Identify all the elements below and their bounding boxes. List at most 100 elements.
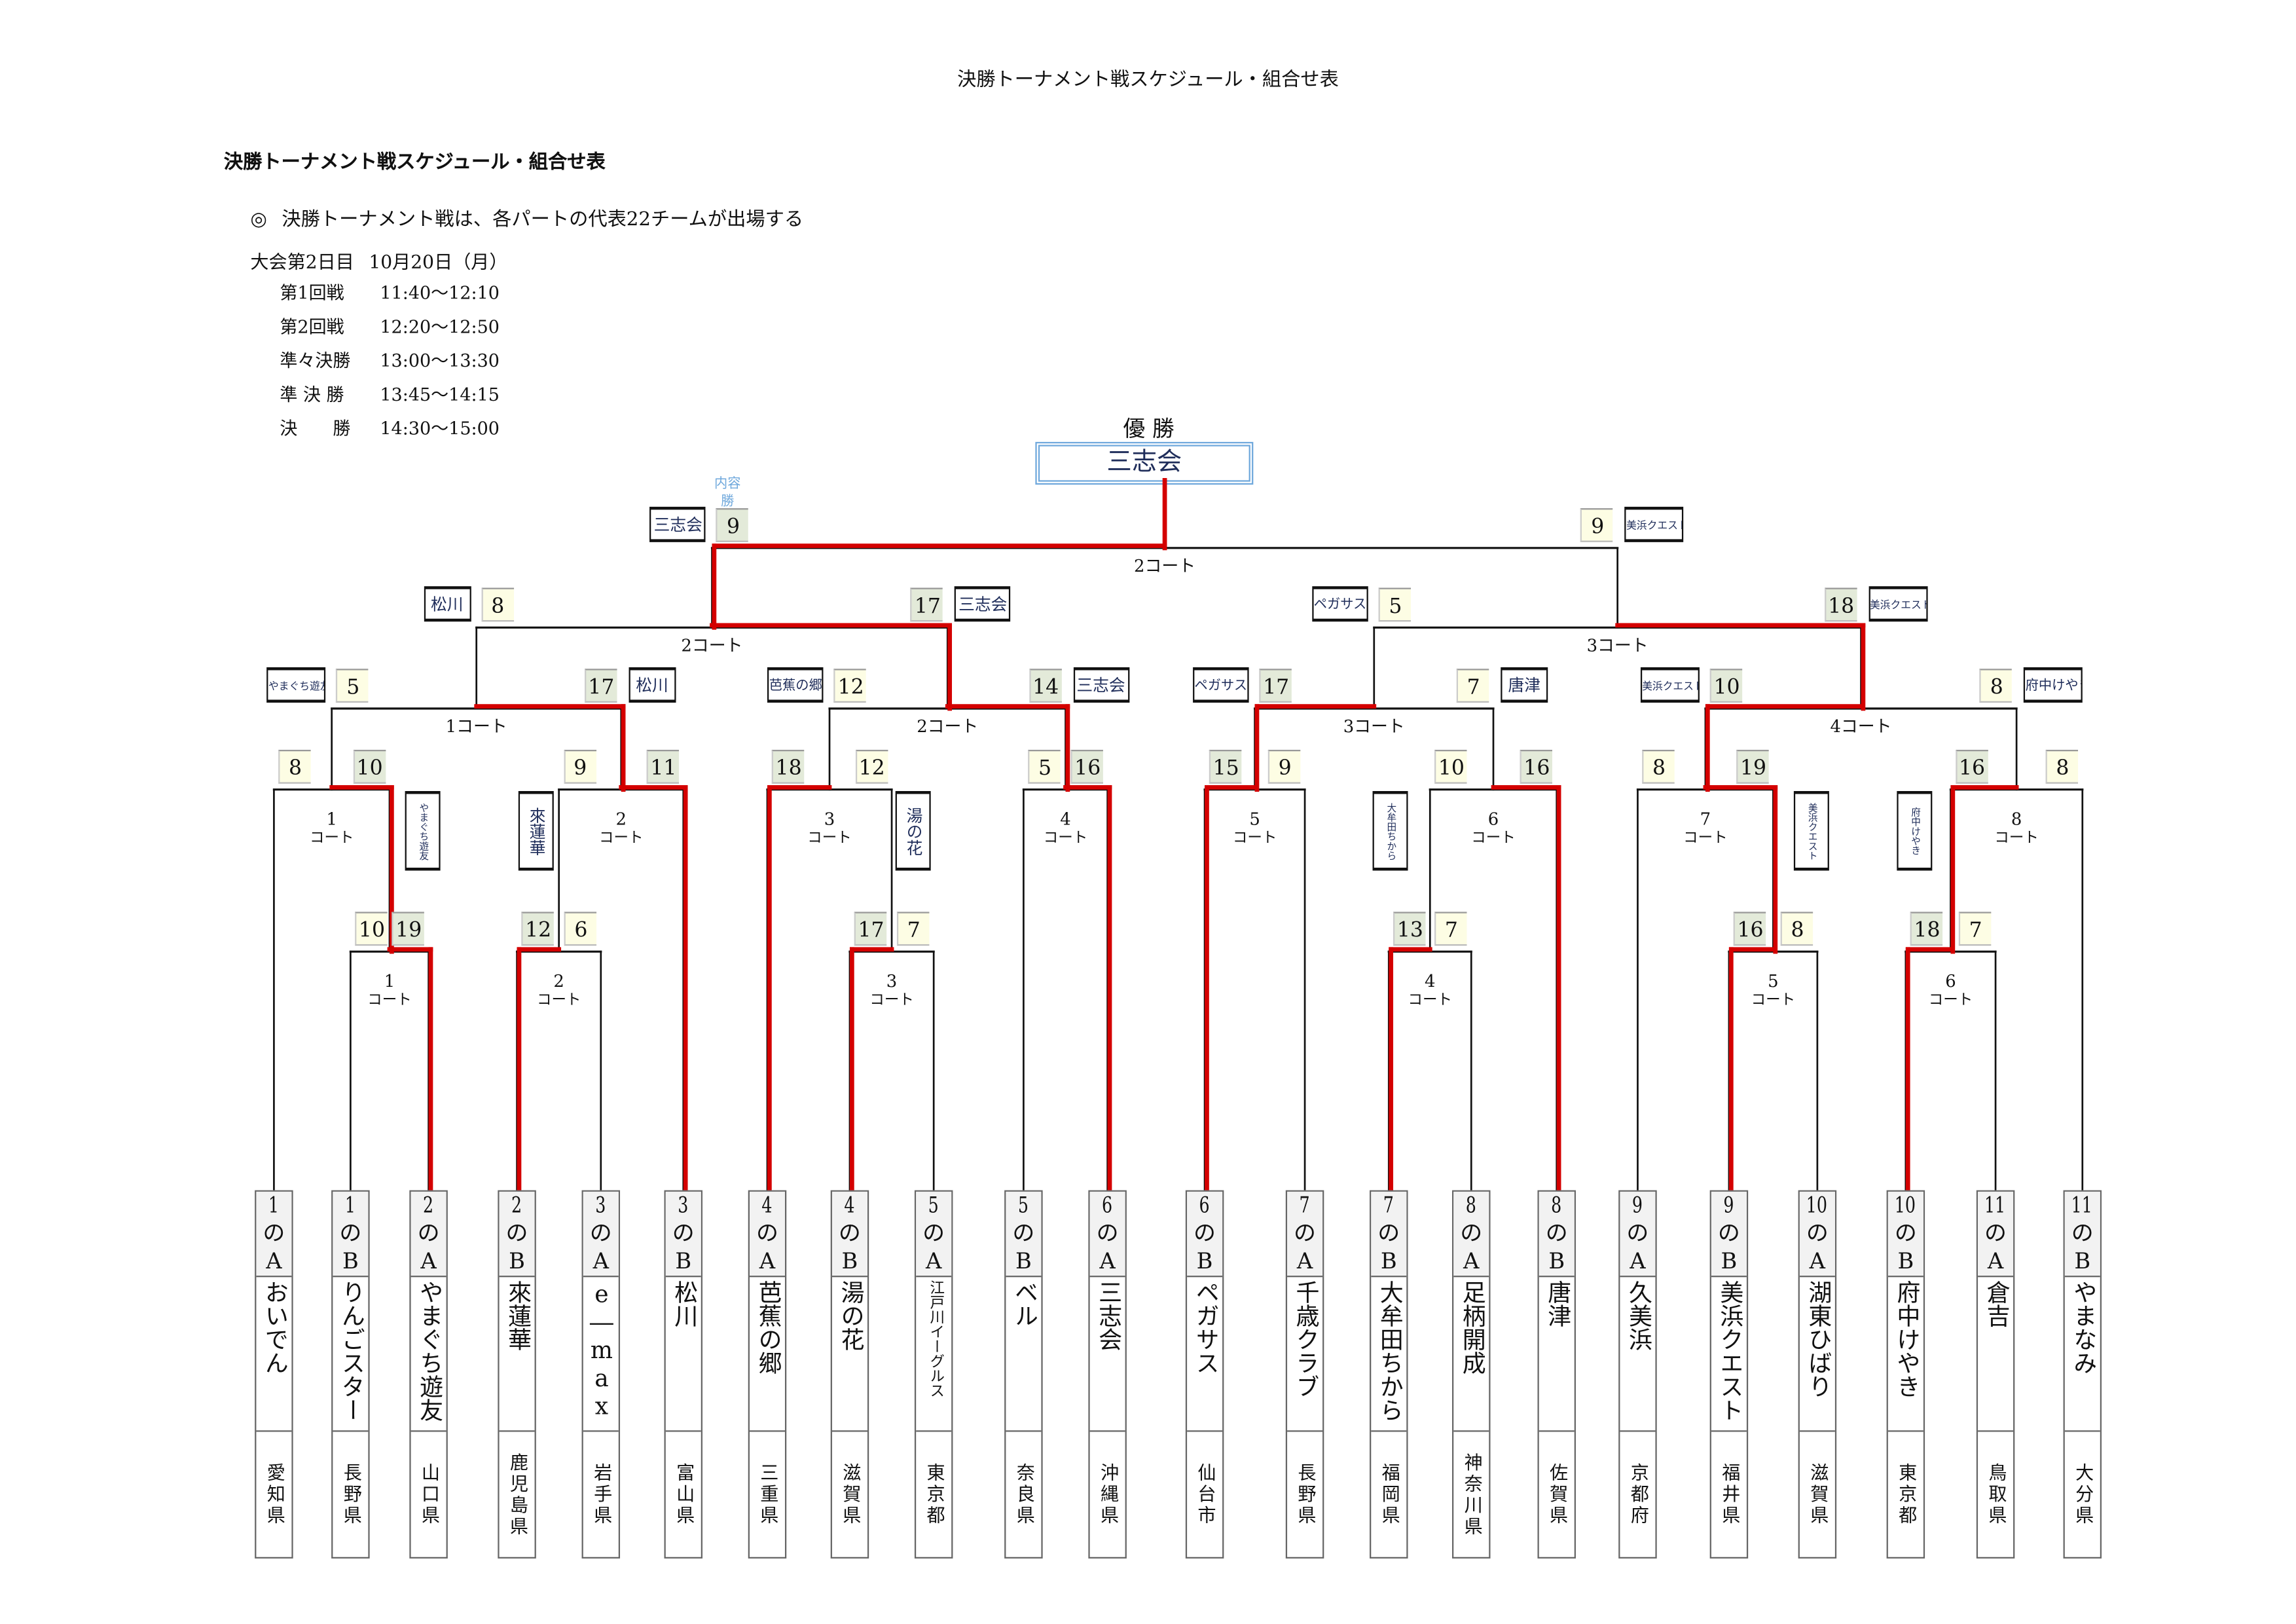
first-round-winner-label: 湯の花 [895, 790, 931, 871]
note-text: 決勝トーナメント戦は、各パートの代表22チームが出場する [282, 209, 804, 232]
schedule-round: 第2回戦 [280, 316, 344, 338]
team-block-part: B [1721, 1247, 1738, 1274]
team-block-part: A [1099, 1247, 1116, 1274]
team-prefecture: 愛知県 [263, 1463, 286, 1528]
team-block-no: の [2071, 1219, 2094, 1247]
team-block-number: 7 [1299, 1191, 1311, 1219]
team-block-number: 6 [1102, 1191, 1113, 1219]
court-suffix: コート [869, 993, 914, 1009]
team-prefecture: 富山県 [673, 1463, 695, 1528]
court-label: 3コート [1586, 635, 1649, 656]
court-suffix: コート [598, 830, 644, 847]
team-block-no: の [1626, 1219, 1649, 1247]
court-label: 1コート [445, 716, 507, 737]
team-block-no: の [1894, 1219, 1917, 1247]
team-name: やまぐち遊友 [410, 1277, 446, 1432]
team-block-part: B [342, 1247, 359, 1274]
score-box: 10 [1434, 749, 1467, 784]
team-name: 江戸川イーグルス [916, 1277, 952, 1432]
score-box: 11 [646, 749, 680, 784]
team-prefecture: 佐賀県 [1546, 1463, 1569, 1528]
team-name: ペガサス [1187, 1277, 1223, 1432]
team-block-number: 6 [1199, 1191, 1211, 1219]
court-suffix: コート [1683, 830, 1728, 847]
schedule-round: 準々決勝 [280, 350, 351, 371]
team-block-number: 3 [678, 1191, 689, 1219]
score-box: 10 [352, 749, 386, 784]
team-block-no: の [1984, 1219, 2007, 1247]
score-box: 5 [336, 669, 369, 703]
court-suffix: コート [1994, 830, 2039, 847]
team-name: 唐津 [1539, 1277, 1575, 1432]
court-label: 2コート [917, 716, 979, 737]
team-prefecture: 東京都 [1895, 1463, 1918, 1528]
team-block-no: の [922, 1219, 945, 1247]
team-prefecture: 沖縄県 [1097, 1463, 1120, 1528]
team-block-number: 5 [1018, 1191, 1029, 1219]
court-number: 2 [553, 970, 564, 991]
score-box: 5 [1028, 749, 1061, 784]
score-box: 9 [716, 508, 749, 542]
team-block-no: の [1194, 1219, 1216, 1247]
score-box: 7 [896, 912, 930, 946]
team-block-no: の [589, 1219, 612, 1247]
court-suffix: コート [367, 993, 412, 1009]
schedule-time: 12:20〜12:50 [380, 316, 500, 338]
court-suffix: コート [1471, 830, 1516, 847]
schedule-round: 準 決 勝 [280, 384, 344, 405]
team-block-no: の [1012, 1219, 1035, 1247]
score-box: 8 [481, 587, 513, 622]
team-block-part: B [2074, 1247, 2091, 1274]
court-label: 4コート [1830, 716, 1892, 737]
team-prefecture: 三重県 [757, 1463, 779, 1528]
team-name: 三志会 [1089, 1277, 1125, 1432]
court-number: 8 [2011, 808, 2022, 830]
team-block-part: B [1897, 1247, 1914, 1274]
team-name-label: 芭蕉の郷 [767, 667, 824, 703]
team-block-number: 9 [1632, 1191, 1643, 1219]
score-box: 12 [854, 749, 888, 784]
score-box: 10 [355, 912, 388, 946]
schedule-time: 11:40〜12:10 [380, 282, 500, 304]
score-box: 17 [1259, 669, 1292, 703]
team-block-number: 3 [595, 1191, 606, 1219]
court-suffix: コート [1928, 993, 1973, 1009]
team-prefecture: 山口県 [418, 1463, 441, 1528]
team-prefecture: 福井県 [1719, 1463, 1741, 1528]
court-number: 6 [1945, 970, 1956, 991]
team-block-part: B [675, 1247, 692, 1274]
team-prefecture: 岩手県 [591, 1463, 613, 1528]
team-block-number: 2 [423, 1191, 434, 1219]
team-name-label: ペガサス [1312, 586, 1368, 622]
team-block-part: B [1380, 1247, 1397, 1274]
team-block-no: の [1377, 1219, 1400, 1247]
court-number: 4 [1425, 970, 1436, 991]
team-block-part: B [1015, 1247, 1032, 1274]
team-name: 府中けやき [1887, 1277, 1923, 1432]
team-prefecture: 仙台市 [1194, 1463, 1217, 1528]
schedule-time: 13:00〜13:30 [380, 350, 500, 371]
team-block-part: A [1809, 1247, 1826, 1274]
team-block-number: 4 [761, 1191, 773, 1219]
score-box: 8 [2045, 749, 2079, 784]
team-name: 久美浜 [1620, 1277, 1656, 1432]
